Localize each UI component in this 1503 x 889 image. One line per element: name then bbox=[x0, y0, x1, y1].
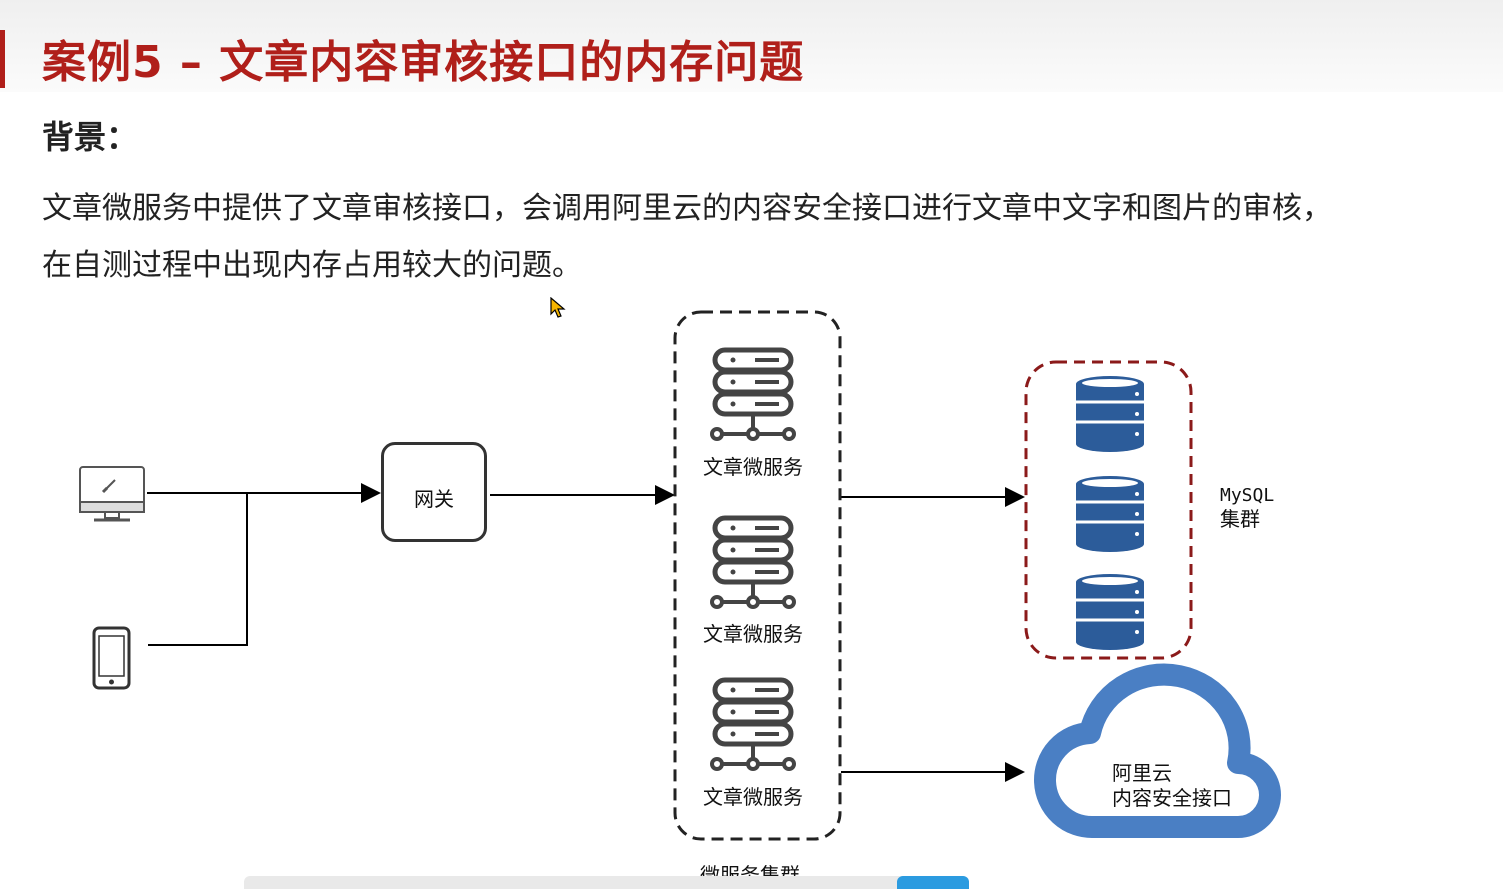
service-label: 文章微服务 bbox=[703, 785, 803, 809]
aliyun-label-line1: 阿里云 bbox=[1112, 761, 1172, 785]
mysql-cluster-border bbox=[1024, 360, 1193, 660]
database-icon bbox=[1074, 374, 1146, 454]
gateway-label: 网关 bbox=[414, 487, 454, 511]
background-heading: 背景： bbox=[42, 118, 139, 156]
server-icon bbox=[712, 518, 794, 607]
database-icon bbox=[1074, 572, 1146, 652]
database-icon bbox=[1074, 474, 1146, 554]
mysql-label-line1: MySQL bbox=[1220, 485, 1275, 506]
desktop-icon bbox=[79, 466, 145, 522]
aliyun-label-line2: 内容安全接口 bbox=[1112, 786, 1232, 810]
video-progress-track[interactable] bbox=[244, 876, 969, 889]
service-label: 文章微服务 bbox=[703, 622, 803, 646]
cloud-icon bbox=[1034, 663, 1281, 839]
server-icon bbox=[712, 680, 794, 769]
slide-title: 案例5 – 文章内容审核接口的内存问题 bbox=[42, 37, 805, 88]
server-icon bbox=[712, 350, 794, 439]
title-bar bbox=[0, 0, 1503, 92]
microservice-cluster-border bbox=[673, 310, 842, 841]
gateway-box: 网关 bbox=[381, 442, 487, 542]
connector-lines bbox=[147, 483, 1025, 782]
title-accent-bar bbox=[0, 30, 5, 88]
service-label: 文章微服务 bbox=[703, 455, 803, 479]
phone-icon bbox=[92, 626, 131, 690]
mysql-label-line2: 集群 bbox=[1220, 507, 1260, 531]
video-progress-marker[interactable] bbox=[897, 876, 969, 889]
cursor-icon bbox=[550, 297, 566, 318]
background-text: 文章微服务中提供了文章审核接口，会调用阿里云的内容安全接口进行文章中文字和图片的… bbox=[42, 191, 1332, 283]
